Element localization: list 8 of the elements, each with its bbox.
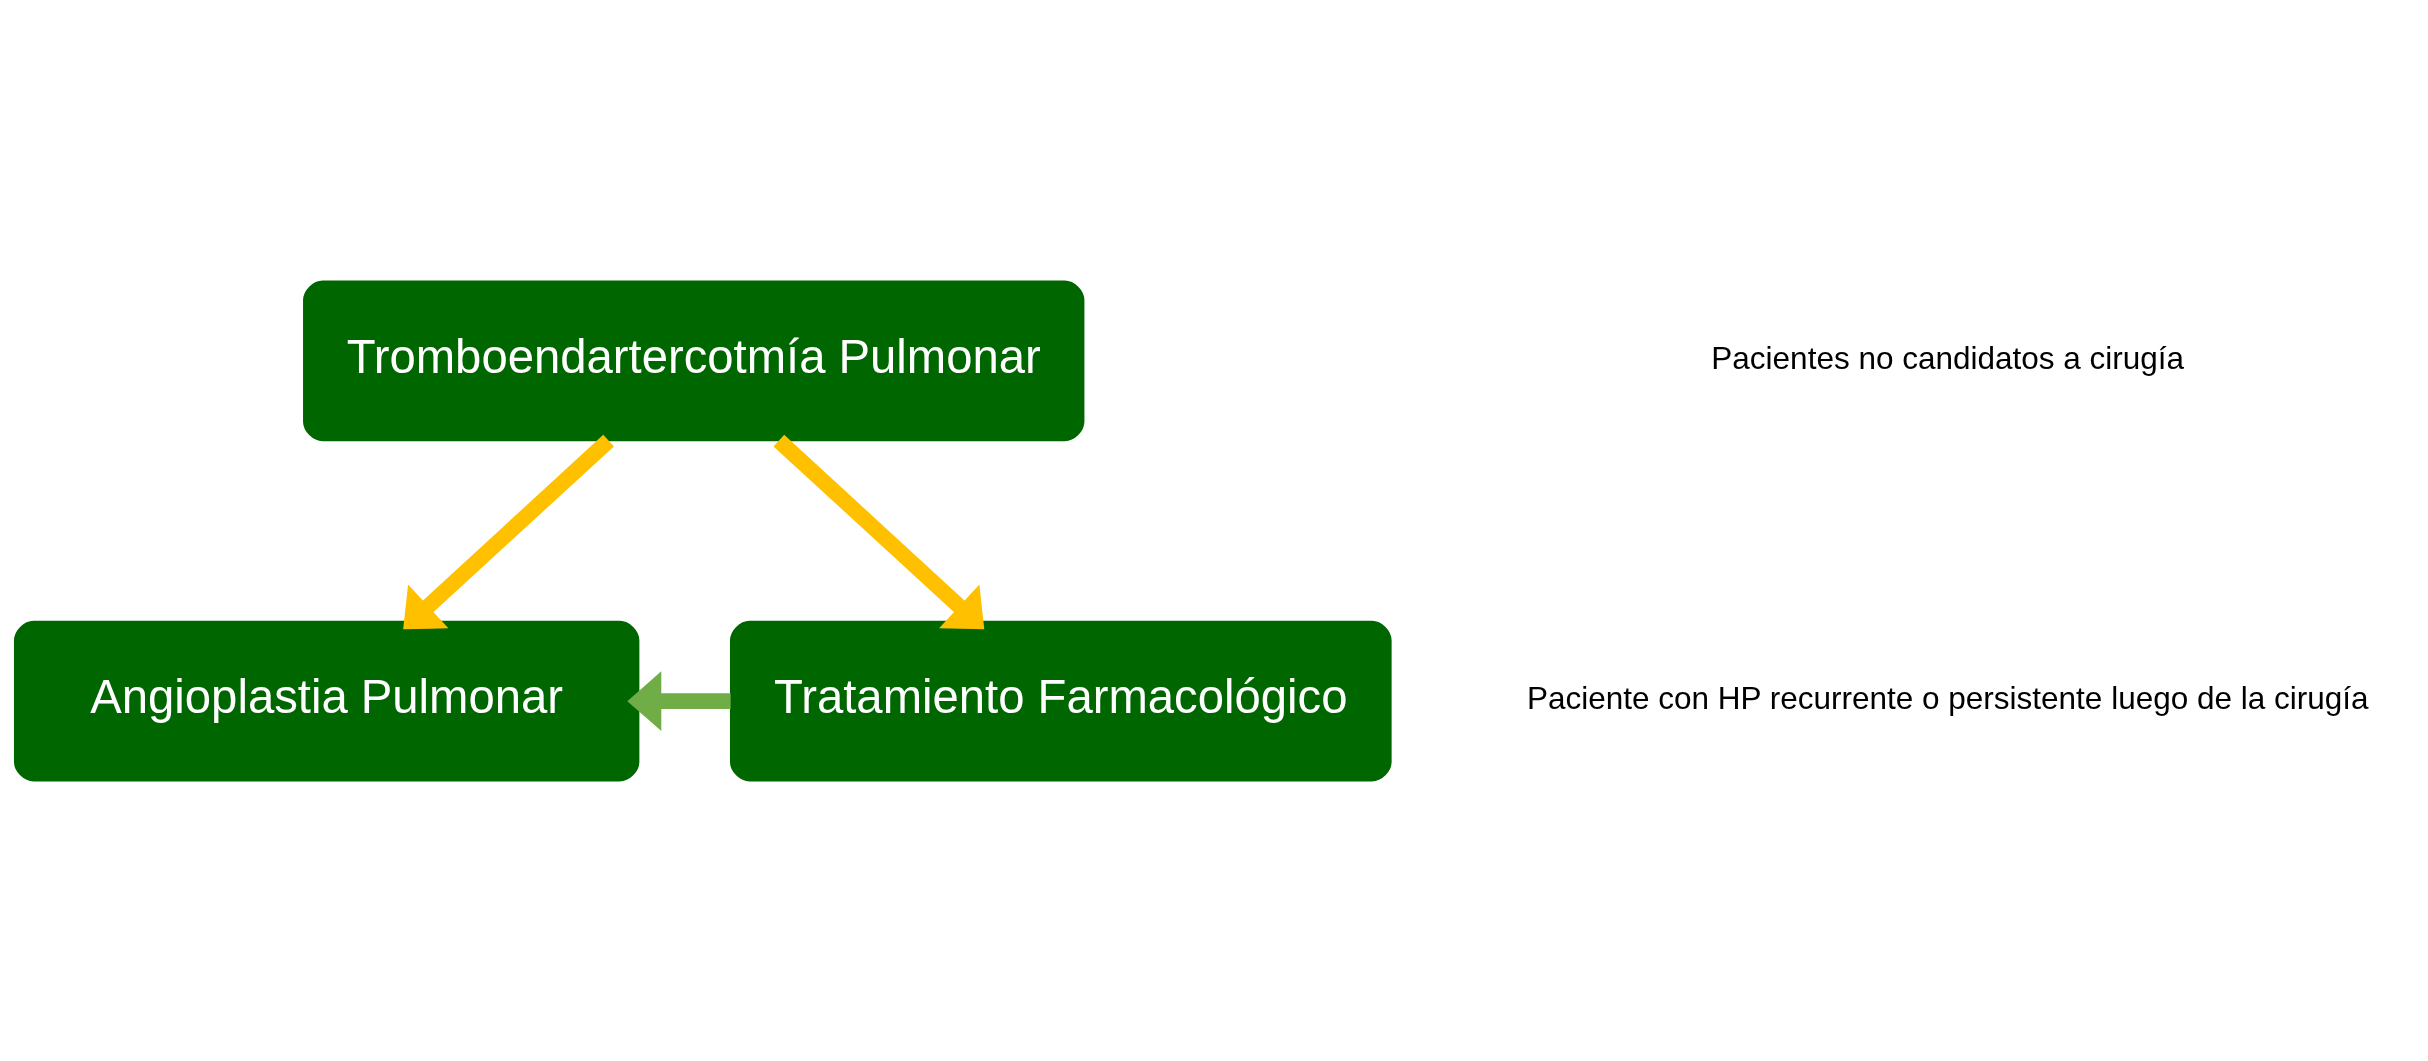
label: Pacientes no candidatos a cirugía bbox=[1711, 339, 2185, 376]
node-box: Tromboendartercotmía Pulmonar bbox=[303, 280, 1085, 441]
node-box: Angioplastia Pulmonar bbox=[13, 620, 640, 781]
arrow bbox=[773, 434, 985, 629]
arrow bbox=[627, 670, 731, 731]
label: Paciente con HP recurrente o persistente luego de la cirugía bbox=[1526, 679, 2369, 716]
arrow bbox=[403, 434, 614, 629]
node-box: Tratamiento Farmacológico bbox=[729, 620, 1392, 781]
